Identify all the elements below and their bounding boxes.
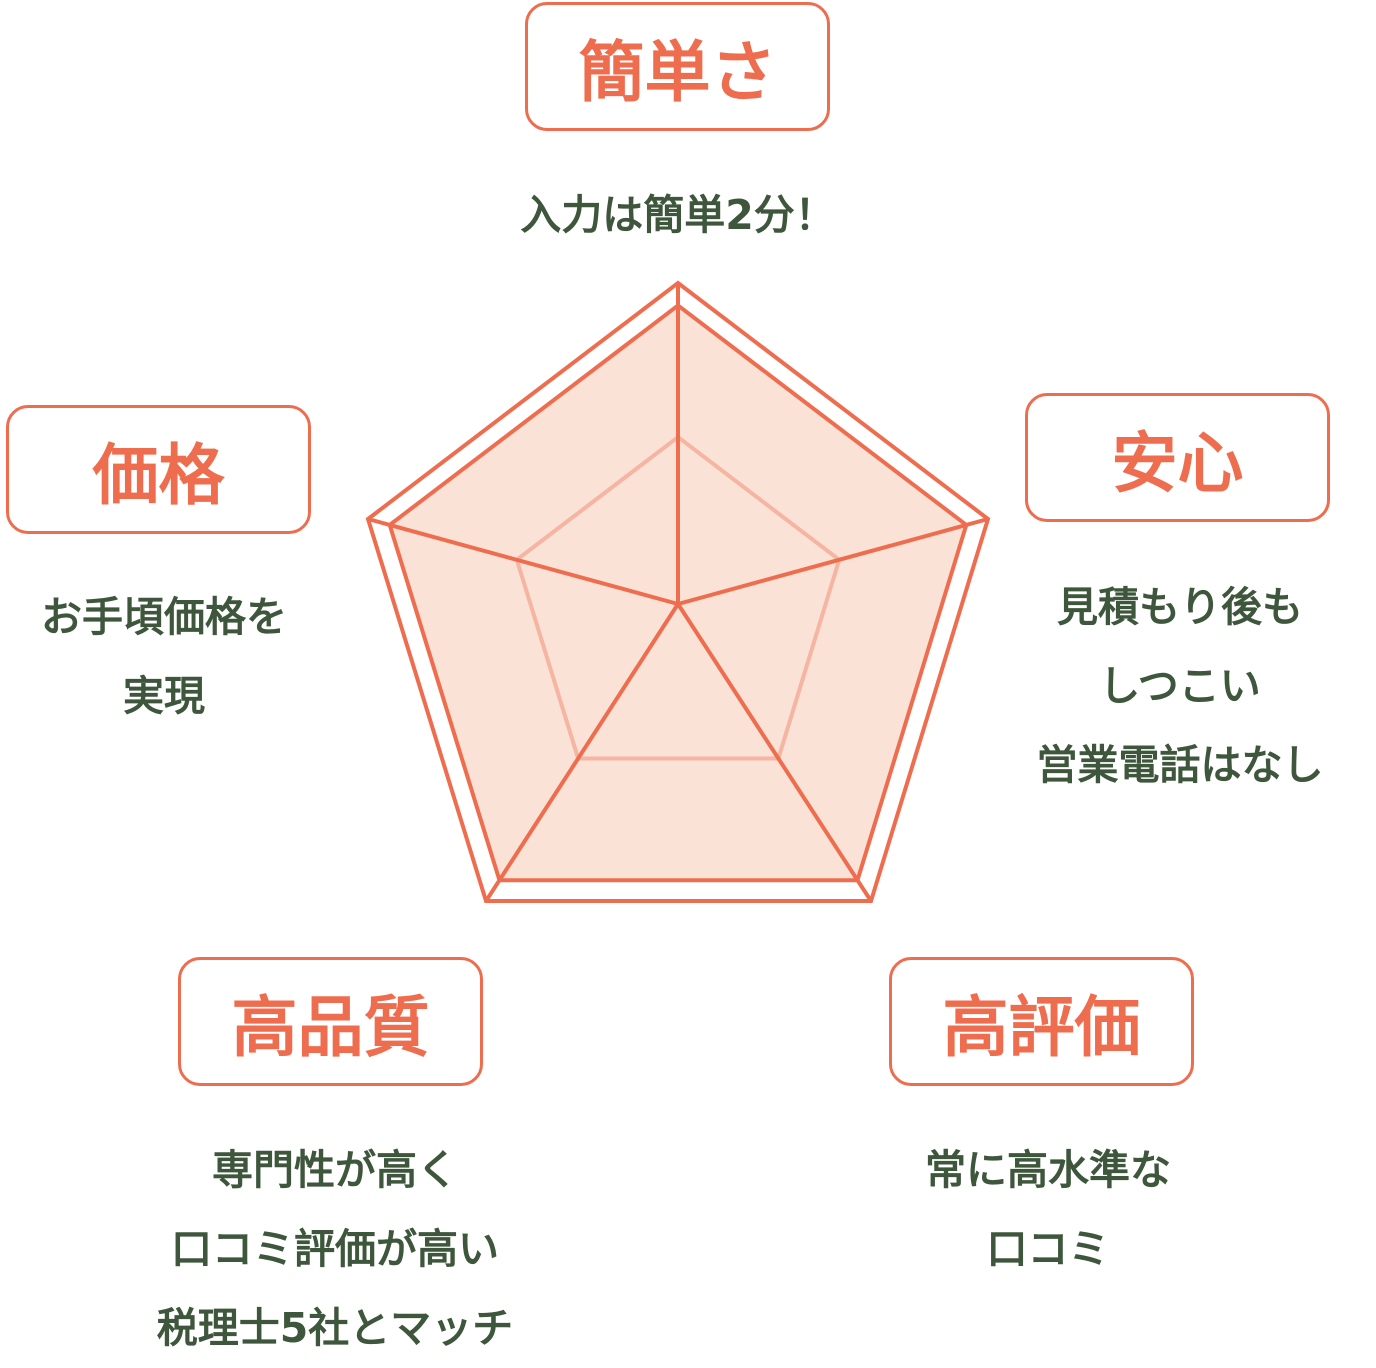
axis-label-safety: 安心: [1025, 393, 1330, 522]
description-line: 常に高水準な: [925, 1146, 1171, 1194]
data-point-connector: [855, 879, 873, 903]
axis-description-high-rating: 常に高水準な 口コミ: [848, 1131, 1248, 1289]
axis-description-safety: 見積もり後も しつこい 営業電話はなし: [980, 568, 1376, 805]
axis-label-simplicity: 簡単さ: [525, 2, 830, 131]
description-line: 専門性が高く: [212, 1146, 458, 1194]
grid-ring: [514, 434, 842, 761]
axis-spoke: [677, 523, 967, 606]
description-line: 見積もり後も: [1057, 583, 1303, 631]
description-line: 入力は簡単2分！: [520, 191, 836, 239]
data-point-connector: [367, 517, 391, 527]
axis-description-simplicity: 入力は簡単2分！: [478, 176, 878, 255]
description-line: 実現: [123, 672, 205, 720]
axis-description-high-quality: 専門性が高く 口コミ評価が高い 税理士5社とマッチ: [85, 1131, 585, 1368]
axis-spoke: [497, 602, 680, 882]
axis-label-price: 価格: [6, 405, 311, 534]
description-line: 営業電話はなし: [1036, 741, 1324, 789]
axis-spoke: [676, 602, 860, 882]
outer-grid-ring: [365, 280, 991, 903]
description-line: 税理士5社とマッチ: [156, 1304, 514, 1352]
axis-label-high-quality: 高品質: [178, 957, 483, 1086]
axis-label-high-rating: 高評価: [889, 957, 1194, 1086]
axis-spoke: [389, 523, 679, 606]
description-line: 口コミ: [986, 1225, 1110, 1273]
description-line: 口コミ評価が高い: [171, 1225, 499, 1273]
data-point-connector: [484, 879, 502, 903]
data-point-connector: [965, 517, 989, 527]
description-line: しつこい: [1099, 662, 1261, 710]
axis-description-price: お手頃価格を 実現: [0, 578, 364, 736]
description-line: お手頃価格を: [41, 593, 287, 641]
